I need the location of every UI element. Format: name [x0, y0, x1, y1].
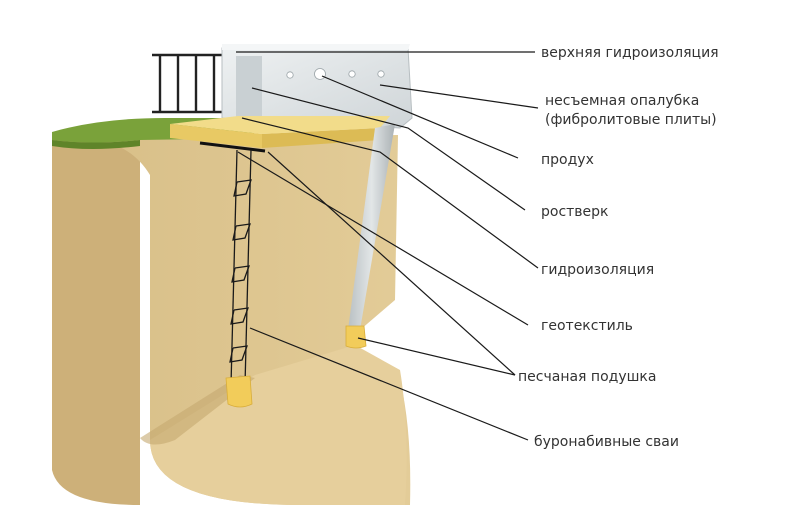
leader-bored-piles [249, 327, 529, 441]
leader-sand-cushion-b [267, 151, 516, 376]
leader-geotextile [237, 151, 529, 326]
pile-rebar-cage [229, 149, 252, 386]
pile-sand-base-right [345, 325, 367, 349]
formwork-top-edge [222, 44, 410, 50]
label-formwork-line2: (фибролитовые плиты) [545, 112, 717, 128]
leader-grillage [251, 87, 526, 211]
soil-side-face [52, 132, 140, 505]
label-formwork-line1: несъемная опалубка [545, 93, 699, 109]
leader-sand-cushion-a [357, 337, 516, 376]
label-waterproofing: гидроизоляция [541, 262, 654, 278]
pile-shaft [348, 124, 395, 330]
vent-hole-2 [314, 68, 326, 80]
leader-lines [236, 51, 539, 441]
label-bored-piles: буронабивные сваи [534, 434, 679, 450]
vent-hole-3 [348, 70, 356, 78]
leader-vent [321, 75, 519, 159]
vent-hole-1 [286, 71, 294, 79]
grillage-top-face [170, 116, 390, 134]
leader-formwork [379, 84, 539, 109]
formwork-side [236, 56, 262, 122]
labels: верхняя гидроизоляция несъемная опалубка… [518, 45, 719, 450]
label-vent: продух [541, 152, 594, 168]
soil-step-shadow [140, 375, 255, 445]
grillage-front-face [170, 124, 262, 148]
leader-waterproofing [241, 117, 539, 269]
label-grillage: ростверк [541, 204, 609, 220]
grass-edge [52, 140, 140, 149]
soil-block [52, 118, 411, 505]
vent-hole-4 [377, 70, 385, 78]
label-sand-cushion: песчаная подушка [518, 369, 656, 385]
waterproofing-strip [199, 141, 266, 153]
soil-lower-step [150, 345, 407, 505]
concrete-pile [345, 124, 395, 349]
label-top-waterproofing: верхняя гидроизоляция [541, 45, 719, 61]
formwork-wall [221, 44, 413, 129]
pile-sand-base-left [225, 375, 253, 408]
label-geotextile: геотекстиль [541, 318, 633, 334]
